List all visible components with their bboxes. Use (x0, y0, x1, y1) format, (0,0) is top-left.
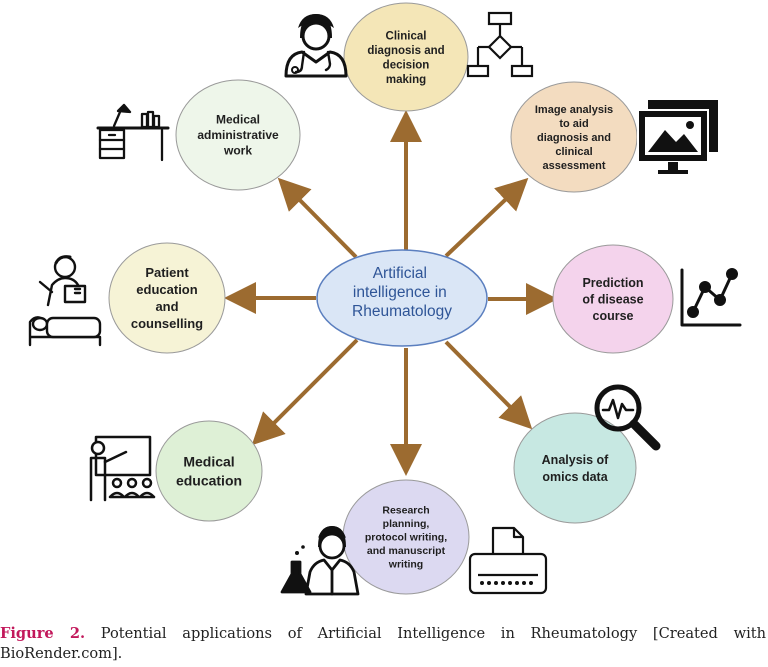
node-label-line: Prediction (582, 276, 643, 290)
node-label-line: decision (383, 59, 430, 71)
node-ellipse (343, 2, 469, 112)
node-label-line: and manuscript (367, 545, 446, 557)
teacher-board-icon (89, 435, 156, 502)
node-label-line: planning, (383, 518, 430, 530)
arrow-omics (444, 340, 533, 430)
node-label-line: to aid (559, 118, 588, 130)
diagram: Clinical diagnosis and decision makingImage… (28, 2, 742, 596)
node-label-line: Research (382, 505, 429, 517)
line-chart-icon (680, 268, 742, 327)
scientist-icon (280, 526, 360, 596)
node-label: Analysis of omics data (542, 453, 610, 484)
node-label: Prediction of disease course (582, 276, 643, 323)
nodes: Clinical diagnosis and decision makingImage… (108, 2, 674, 595)
node-education: Medical education (155, 420, 263, 522)
doctor-icon (284, 14, 348, 78)
monitor-image-icon (637, 100, 718, 174)
node-clinical: Clinical diagnosis and decision making (343, 2, 469, 112)
center-label-line: Rheumatology (352, 303, 452, 320)
node-ellipse (175, 79, 301, 191)
node-label-line: omics data (542, 470, 608, 484)
node-label-line: Image analysis (535, 104, 613, 116)
arrow-image (444, 177, 529, 258)
node-label-line: work (223, 144, 252, 158)
node-label-line: Medical (183, 453, 234, 469)
node-patient: Patient education and counselling (108, 242, 226, 354)
typewriter-icon (468, 526, 548, 595)
node-label-line: Medical (216, 113, 260, 127)
node-label-line: diagnosis and (367, 45, 444, 57)
node-ellipse (155, 420, 263, 522)
node-label-line: and (155, 299, 178, 314)
arrows (224, 110, 558, 476)
node-label-line: Analysis of (542, 453, 610, 467)
node-ellipse (108, 242, 226, 354)
node-label: Clinical diagnosis and decision making (367, 30, 444, 86)
node-label-line: Clinical (386, 30, 427, 42)
center-label-line: Artificial (373, 265, 427, 282)
node-label-line: administrative (197, 128, 279, 142)
arrow-education (251, 338, 359, 446)
node-label: Medical education (176, 453, 242, 488)
flowchart-icon (466, 11, 534, 78)
node-image: Image analysis to aid diagnosis and clinica… (510, 81, 638, 193)
node-label-line: protocol writing, (365, 532, 447, 544)
node-label: Image analysis to aid diagnosis and clinica… (535, 104, 613, 172)
node-omics: Analysis of omics data (513, 412, 637, 524)
figure-label: Figure 2. (0, 625, 86, 642)
center-node: Artificial intelligence in Rheumatology (316, 249, 488, 347)
bedside-doctor-icon (28, 255, 102, 347)
node-label-line: diagnosis and (537, 132, 611, 144)
node-label-line: course (593, 309, 634, 323)
node-label-line: education (136, 282, 197, 297)
desk-icon (96, 103, 170, 162)
node-prediction: Prediction of disease course (552, 244, 674, 354)
node-label-line: clinical (555, 146, 592, 158)
node-ellipse (552, 244, 674, 354)
node-label-line: assessment (543, 160, 606, 172)
center-label-line: intelligence in (353, 284, 447, 301)
node-label-line: education (176, 472, 242, 488)
node-label-line: writing (388, 559, 423, 571)
node-label-line: Patient (145, 265, 189, 280)
arrow-admin (277, 177, 358, 259)
node-label-line: of disease (582, 292, 643, 306)
svg-text:Artificial intelligence: Artificial intelligence in Rheumatology (352, 265, 452, 320)
node-label-line: making (386, 74, 426, 86)
node-label-line: counselling (131, 316, 203, 331)
caption-text: Potential applications of Artificial Int… (0, 625, 766, 662)
node-ellipse (513, 412, 637, 524)
figure-caption: Figure 2. Potential applications of Arti… (0, 624, 766, 664)
magnifier-waveform-icon (594, 384, 661, 451)
node-label: Patient education and counselling (131, 265, 203, 331)
